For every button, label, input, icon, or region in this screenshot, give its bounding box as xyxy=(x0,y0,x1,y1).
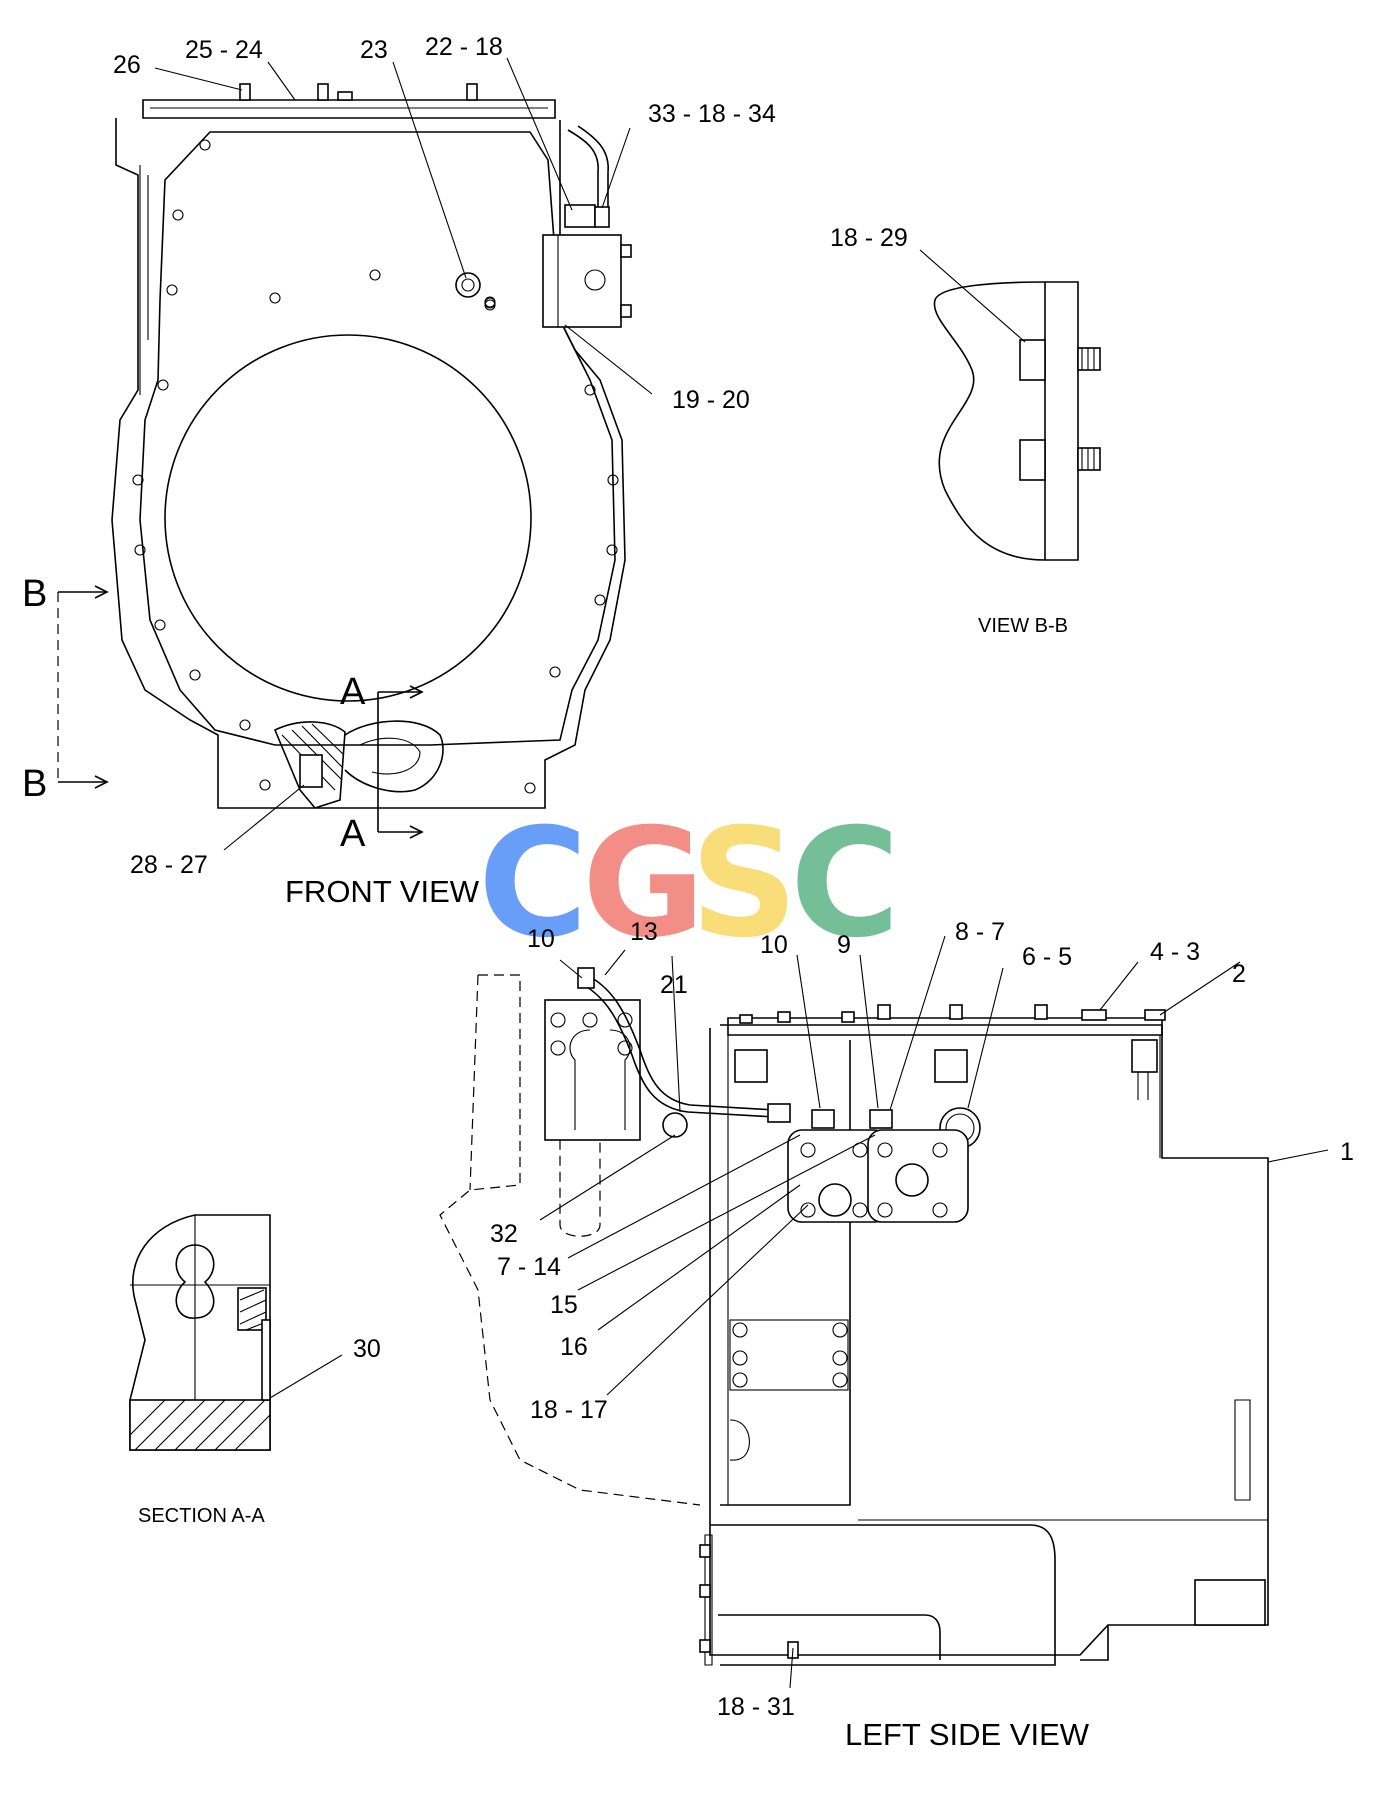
callout-label: 2 xyxy=(1232,960,1246,988)
callout-label: 32 xyxy=(490,1220,518,1248)
callout-label: 1 xyxy=(1340,1138,1354,1166)
watermark-letter-2: G xyxy=(582,797,705,971)
section-marker-a-top: A xyxy=(340,671,366,713)
callout-label: 13 xyxy=(630,918,658,946)
section-aa-caption: SECTION A-A xyxy=(138,1505,265,1527)
callout-label: 23 xyxy=(360,36,388,64)
callout-label: 15 xyxy=(550,1291,578,1319)
watermark-letter-1: C xyxy=(478,797,588,971)
callout-label: 30 xyxy=(353,1335,381,1363)
callout-label: 9 xyxy=(837,931,851,959)
view-bb-caption: VIEW B-B xyxy=(978,615,1068,637)
left-side-view-drawing xyxy=(439,935,1329,1689)
callout-label: 28 - 27 xyxy=(130,851,208,879)
callout-label: 8 - 7 xyxy=(955,918,1005,946)
section-marker-a-bottom: A xyxy=(340,813,366,855)
front-view-drawing xyxy=(57,57,653,851)
callout-label: 10 xyxy=(527,925,555,953)
callout-label: 6 - 5 xyxy=(1022,943,1072,971)
front-view-caption: FRONT VIEW xyxy=(285,874,480,909)
callout-label: 22 - 18 xyxy=(425,33,503,61)
callout-label: 10 xyxy=(760,931,788,959)
callout-label: 18 - 17 xyxy=(530,1396,608,1424)
callout-label: 18 - 31 xyxy=(717,1693,795,1721)
section-marker-b-bottom: B xyxy=(22,763,47,805)
view-bb-drawing xyxy=(919,249,1101,561)
watermark-letter-3: S xyxy=(690,797,798,971)
watermark-letter-4: C xyxy=(790,797,900,971)
callout-label: 19 - 20 xyxy=(672,386,750,414)
callout-label: 26 xyxy=(113,51,141,79)
callout-label: 21 xyxy=(660,971,688,999)
left-side-view-caption: LEFT SIDE VIEW xyxy=(845,1717,1090,1752)
watermark: C G S C xyxy=(478,797,900,971)
section-aa-drawing xyxy=(129,1214,343,1451)
section-marker-b-top: B xyxy=(22,573,47,615)
callout-label: 25 - 24 xyxy=(185,36,263,64)
callout-label: 16 xyxy=(560,1333,588,1361)
callout-label: 4 - 3 xyxy=(1150,938,1200,966)
callout-label: 7 - 14 xyxy=(497,1253,561,1281)
callout-label: 33 - 18 - 34 xyxy=(648,100,776,128)
callout-label: 18 - 29 xyxy=(830,224,908,252)
